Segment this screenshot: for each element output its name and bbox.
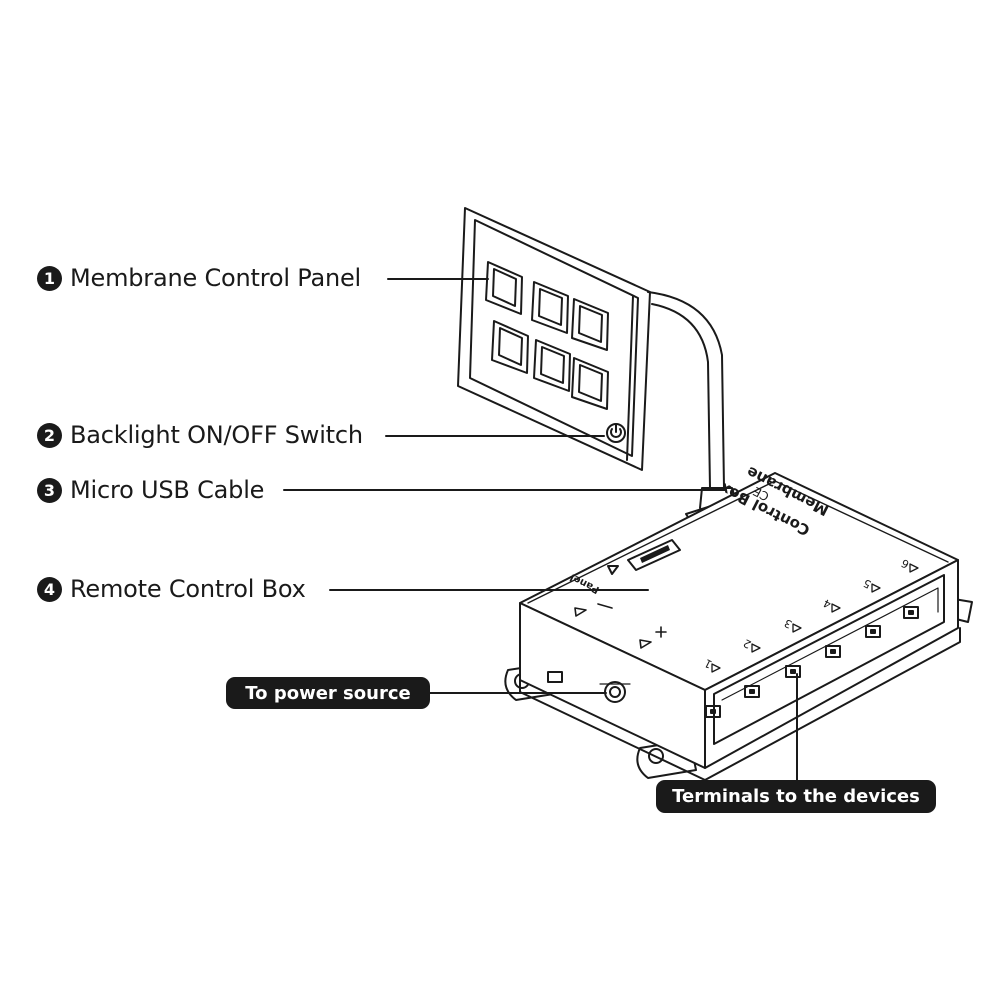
svg-text:CE: CE	[751, 484, 772, 504]
callout-label-4: Remote Control Box	[70, 575, 306, 603]
panel-button-1	[485, 261, 523, 315]
tag-terminals: Terminals to the devices	[656, 780, 936, 813]
panel-button-2	[531, 281, 569, 334]
terminal-4	[825, 645, 841, 658]
callout-number-2: 2	[37, 422, 62, 448]
tag-power-source: To power source	[226, 677, 430, 709]
polarity-marks	[574, 603, 667, 649]
callout-number-4: 4	[37, 576, 62, 602]
callout-remote-control-box: 4 Remote Control Box	[37, 575, 306, 603]
terminal-2	[744, 685, 760, 698]
callout-membrane-control-panel: 1 Membrane Control Panel	[37, 264, 361, 292]
panel-button-3	[571, 298, 609, 351]
membrane-control-panel	[457, 207, 651, 471]
callout-label-2: Backlight ON/OFF Switch	[70, 421, 363, 449]
callout-label-1: Membrane Control Panel	[70, 264, 361, 292]
callout-backlight-switch: 2 Backlight ON/OFF Switch	[37, 421, 363, 449]
callout-label-3: Micro USB Cable	[70, 476, 265, 504]
callout-number-3: 3	[37, 477, 62, 503]
terminal-5	[865, 625, 881, 638]
backlight-switch-icon	[606, 423, 626, 443]
callout-leaders	[283, 278, 798, 783]
panel-button-4	[491, 320, 529, 374]
terminal-6	[903, 606, 919, 619]
callout-number-1: 1	[37, 265, 62, 291]
panel-button-6	[571, 357, 609, 410]
remote-control-box: CE	[504, 472, 973, 781]
panel-port	[607, 539, 681, 575]
terminal-1	[705, 705, 721, 718]
callout-micro-usb-cable: 3 Micro USB Cable	[37, 476, 264, 504]
panel-button-5	[533, 339, 571, 392]
terminal-3	[785, 665, 801, 678]
